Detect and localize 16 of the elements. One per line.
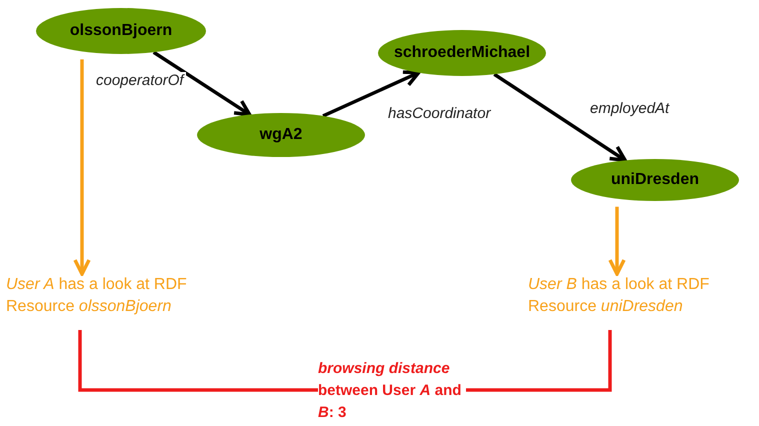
node-label: wgA2 [260, 126, 302, 144]
arrow [608, 206, 626, 276]
arrow [493, 72, 627, 162]
arrow [322, 70, 420, 118]
connector-line [466, 330, 612, 392]
arrow [73, 59, 91, 276]
node-label: uniDresden [610, 171, 699, 189]
node-label: schroederMichael [394, 44, 530, 62]
edge-label: cooperatorOf [94, 72, 186, 89]
connector-line [78, 330, 318, 392]
distance-note: browsing distance between User A and B: 3 [318, 360, 462, 421]
annotation-text: User A has a look at RDF Resource olssonBjoern [6, 276, 187, 315]
edge-label: employedAt [588, 100, 672, 117]
annotation-text: User B has a look at RDF Resource uniDresden [528, 276, 710, 315]
arrow [152, 50, 252, 116]
node-label: olssonBjoern [70, 22, 172, 40]
